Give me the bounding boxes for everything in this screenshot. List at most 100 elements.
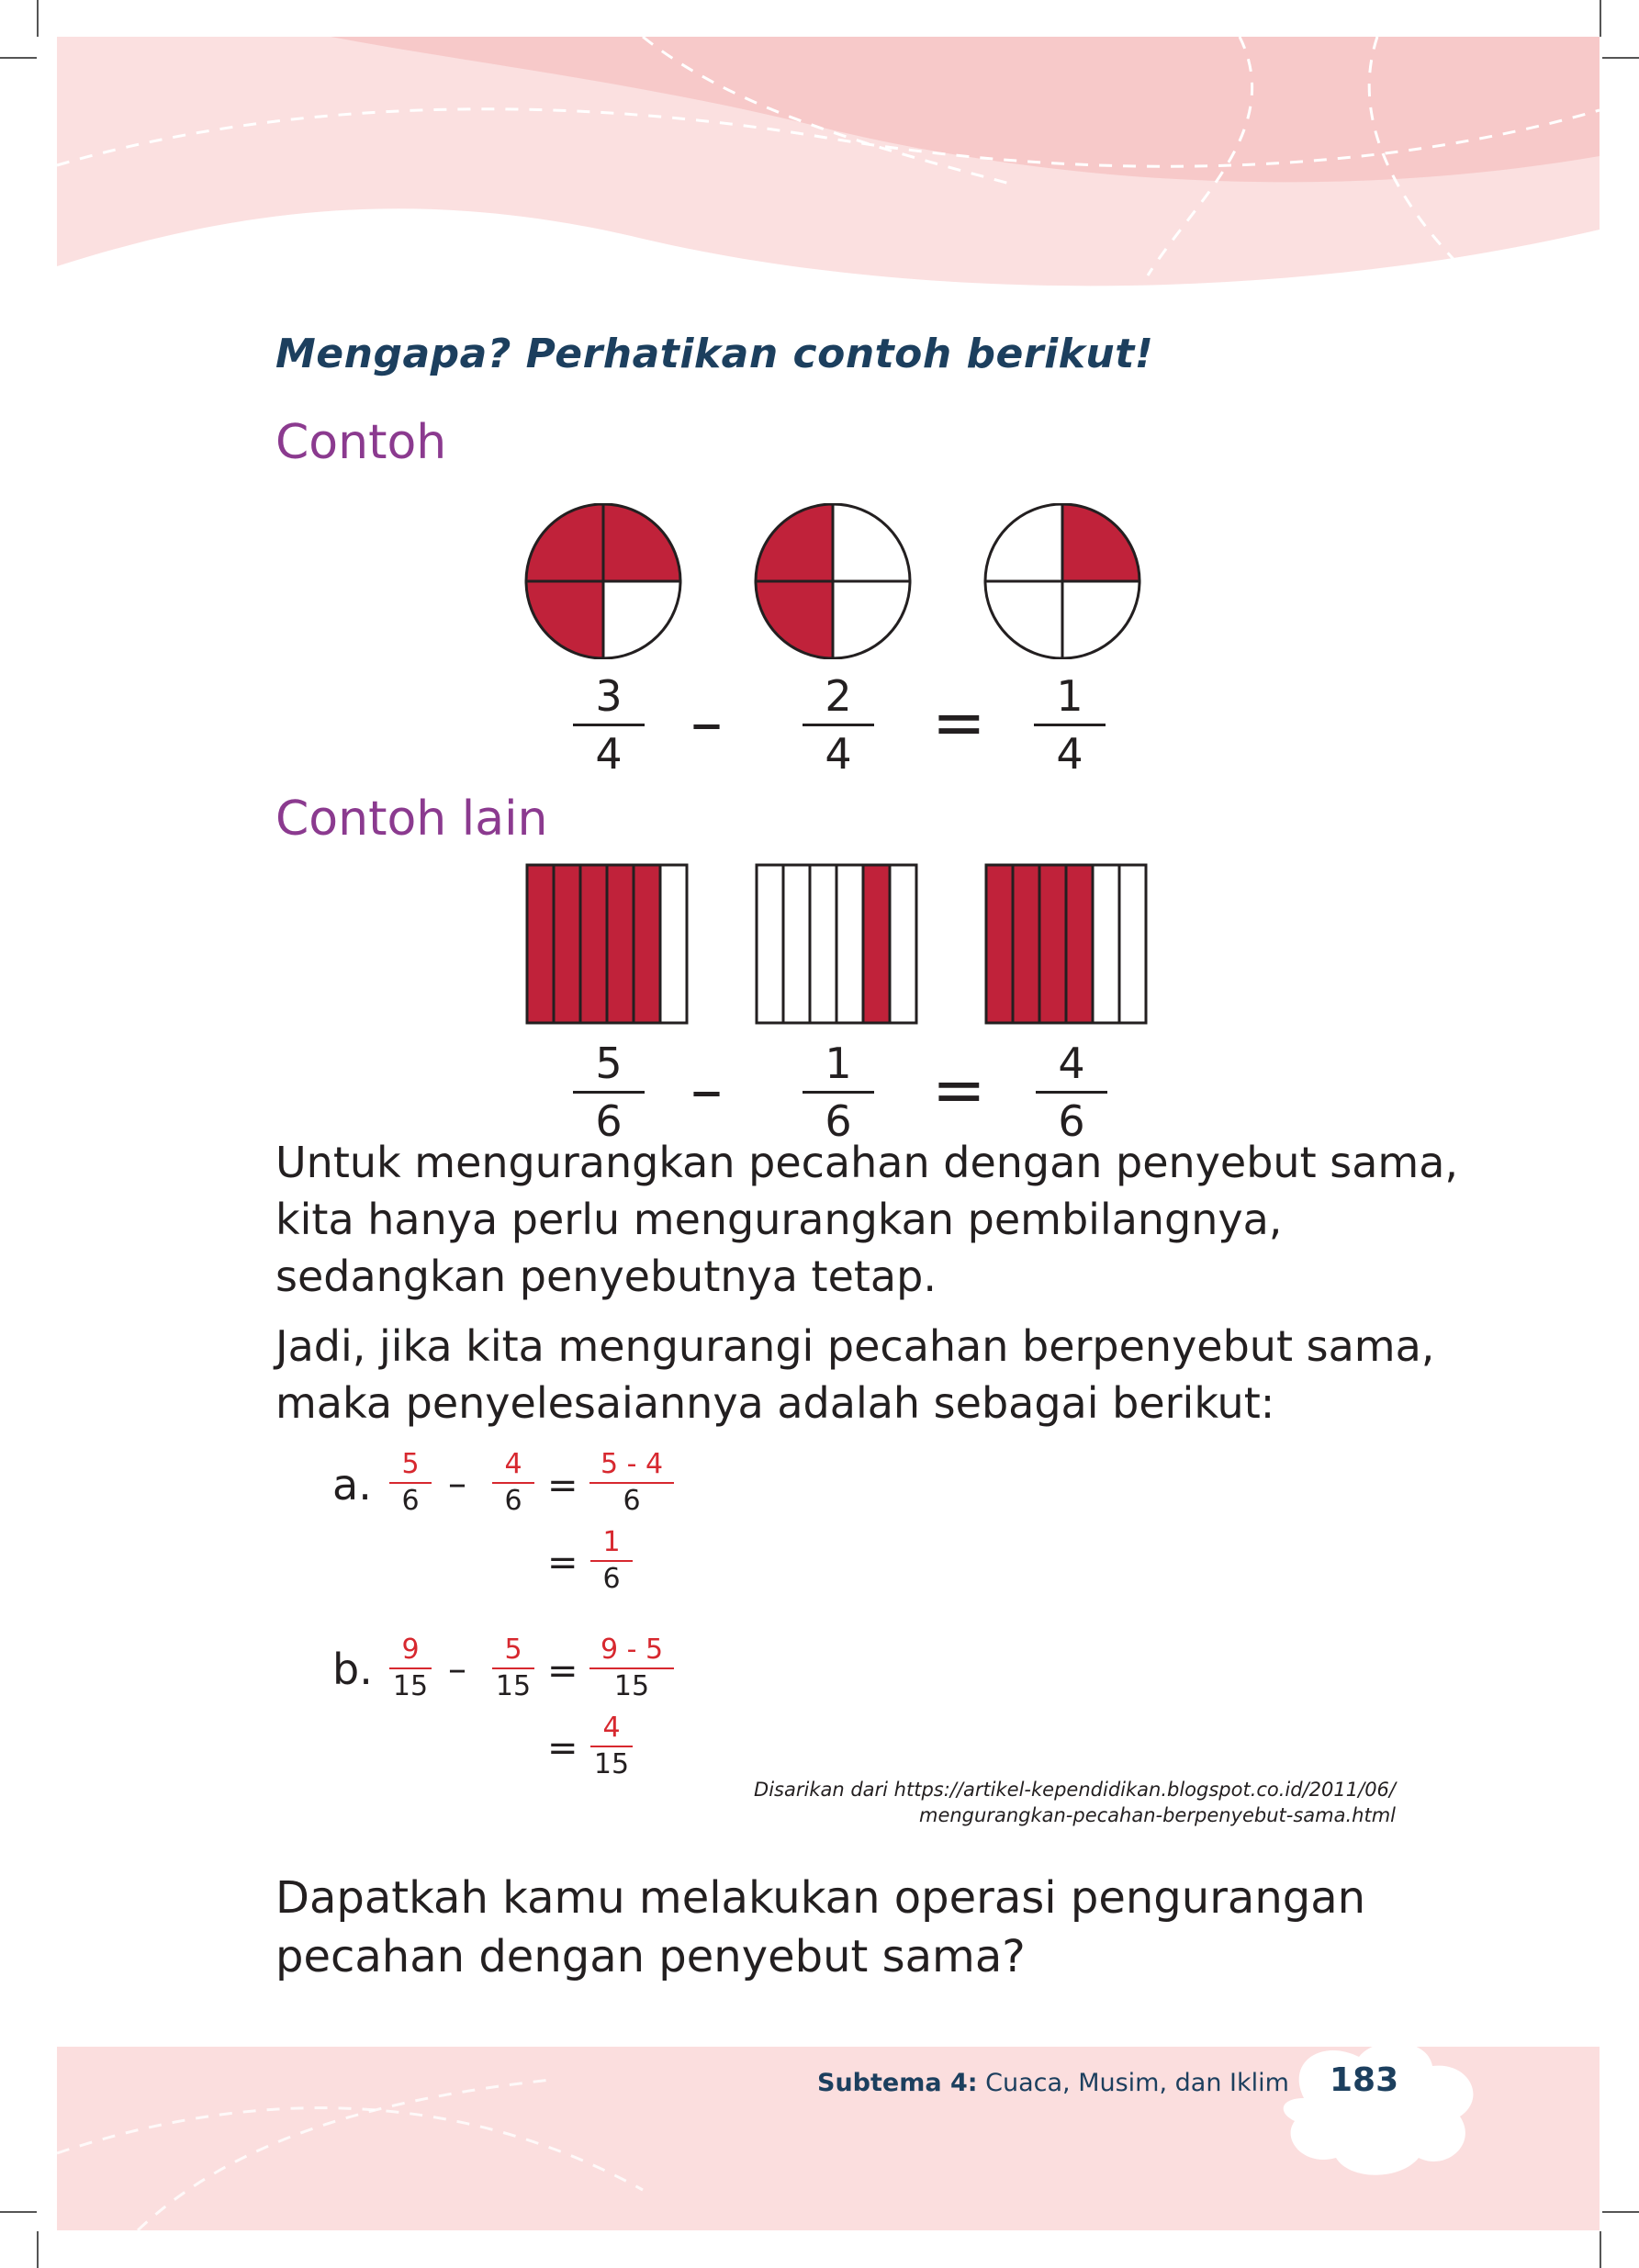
source-line-1: Disarikan dari https://artikel-kependidi…	[754, 1779, 1396, 1801]
source-line-2: mengurangkan-pecahan-berpenyebut-sama.ht…	[918, 1804, 1396, 1826]
bar-strip	[1038, 863, 1068, 1025]
bar-strip	[1117, 863, 1148, 1025]
denominator: 6	[623, 1485, 641, 1517]
equals-sign: =	[547, 1727, 578, 1769]
denominator: 6	[595, 1096, 623, 1146]
bar-strip	[658, 863, 689, 1025]
denominator: 6	[602, 1563, 621, 1595]
circle-quarter	[524, 503, 605, 583]
numerator: 5	[401, 1448, 420, 1480]
source-citation: Disarikan dari https://artikel-kependidi…	[754, 1777, 1396, 1828]
minus-sign: –	[448, 1648, 466, 1690]
bar-strip	[984, 863, 1015, 1025]
question-paragraph: Dapatkah kamu melakukan operasi penguran…	[275, 1872, 1366, 1982]
footer-decoration	[56, 2043, 1600, 2232]
step-b-fraction-1: 9 15	[387, 1634, 433, 1702]
numerator: 5 - 4	[600, 1448, 664, 1480]
denominator: 4	[1056, 729, 1083, 779]
fraction-5-6: 5 6	[567, 1038, 650, 1147]
crop-mark	[37, 0, 39, 37]
denominator: 6	[504, 1485, 522, 1517]
crop-mark	[0, 2211, 37, 2213]
numerator: 4	[1058, 1039, 1085, 1088]
bar-strip	[525, 863, 556, 1025]
equals-sign: =	[932, 1052, 986, 1128]
bar-strip	[578, 863, 609, 1025]
bar-strip	[835, 863, 865, 1025]
fraction-2-4: 2 4	[797, 670, 880, 780]
circle-quarter	[524, 579, 605, 659]
bar-strip	[755, 863, 785, 1025]
numerator: 3	[595, 671, 623, 721]
numerator: 4	[602, 1712, 621, 1744]
denominator: 4	[595, 729, 623, 779]
crop-mark	[37, 2231, 39, 2268]
bar-strip	[1011, 863, 1041, 1025]
bar-strip	[552, 863, 582, 1025]
fraction-1-4: 1 4	[1028, 670, 1111, 780]
page-number: 183	[1330, 2061, 1399, 2099]
example-title: Contoh	[275, 415, 447, 470]
denominator: 6	[1058, 1096, 1085, 1146]
circle-quarter	[754, 503, 835, 583]
numerator: 2	[825, 671, 852, 721]
numerator: 1	[602, 1526, 621, 1558]
denominator: 6	[401, 1485, 420, 1517]
crop-mark	[1602, 57, 1639, 59]
step-a-fraction-2: 4 6	[490, 1449, 536, 1517]
denominator: 15	[392, 1670, 429, 1702]
step-b-fraction-3: 9 - 5 15	[588, 1634, 676, 1702]
equals-sign: =	[547, 1542, 578, 1584]
quarter-circle-3	[983, 503, 1141, 659]
bar-strip	[632, 863, 662, 1025]
equals-sign: =	[547, 1465, 578, 1507]
bar-diagrams	[525, 863, 1148, 1025]
bar-strip	[1064, 863, 1095, 1025]
numerator: 9	[401, 1634, 420, 1666]
circle-quarter	[983, 579, 1064, 659]
numerator: 1	[1056, 671, 1083, 721]
numerator: 5	[595, 1039, 623, 1088]
circle-quarter	[1061, 579, 1141, 659]
denominator: 15	[613, 1670, 650, 1702]
numerator: 5	[504, 1634, 522, 1666]
equals-sign: =	[547, 1650, 578, 1692]
numerator: 4	[504, 1448, 522, 1480]
circle-quarter	[1061, 503, 1141, 583]
circle-quarter	[831, 579, 912, 659]
step-a-fraction-1: 5 6	[387, 1449, 433, 1517]
conclusion-paragraph: Jadi, jika kita mengurangi pecahan berpe…	[275, 1321, 1435, 1428]
numerator: 9 - 5	[600, 1634, 664, 1666]
question-heading: Mengapa? Perhatikan contoh berikut!	[275, 331, 1154, 377]
crop-mark	[0, 57, 37, 59]
crop-mark	[1602, 2211, 1639, 2213]
circle-quarter	[831, 503, 912, 583]
explanation-paragraph: Untuk mengurangkan pecahan dengan penyeb…	[275, 1138, 1459, 1301]
minus-sign: –	[448, 1463, 466, 1505]
example-lain-title: Contoh lain	[275, 792, 548, 847]
denominator: 6	[825, 1096, 852, 1146]
numerator: 1	[825, 1039, 852, 1088]
strip-bar-1	[525, 863, 689, 1025]
fraction-1-6: 1 6	[797, 1038, 880, 1147]
fraction-4-6: 4 6	[1030, 1038, 1113, 1147]
bar-strip	[808, 863, 838, 1025]
strip-bar-2	[755, 863, 918, 1025]
quarter-circle-1	[524, 503, 682, 659]
bar-strip	[1091, 863, 1121, 1025]
denominator: 15	[495, 1670, 532, 1702]
crop-mark	[1600, 0, 1601, 37]
denominator: 15	[593, 1748, 630, 1780]
circle-quarter	[983, 503, 1064, 583]
step-a-label: a.	[332, 1460, 372, 1510]
circle-quarter	[601, 579, 682, 659]
quarter-circle-2	[754, 503, 912, 659]
strip-bar-3	[984, 863, 1148, 1025]
step-b-label: b.	[332, 1645, 373, 1694]
crop-mark	[1600, 2231, 1601, 2268]
step-b-fraction-2: 5 15	[490, 1634, 536, 1702]
circle-diagrams	[524, 503, 1141, 659]
footer-subtema: Subtema 4: Cuaca, Musim, dan Iklim	[817, 2069, 1289, 2097]
circle-quarter	[754, 579, 835, 659]
circle-quarter	[601, 503, 682, 583]
